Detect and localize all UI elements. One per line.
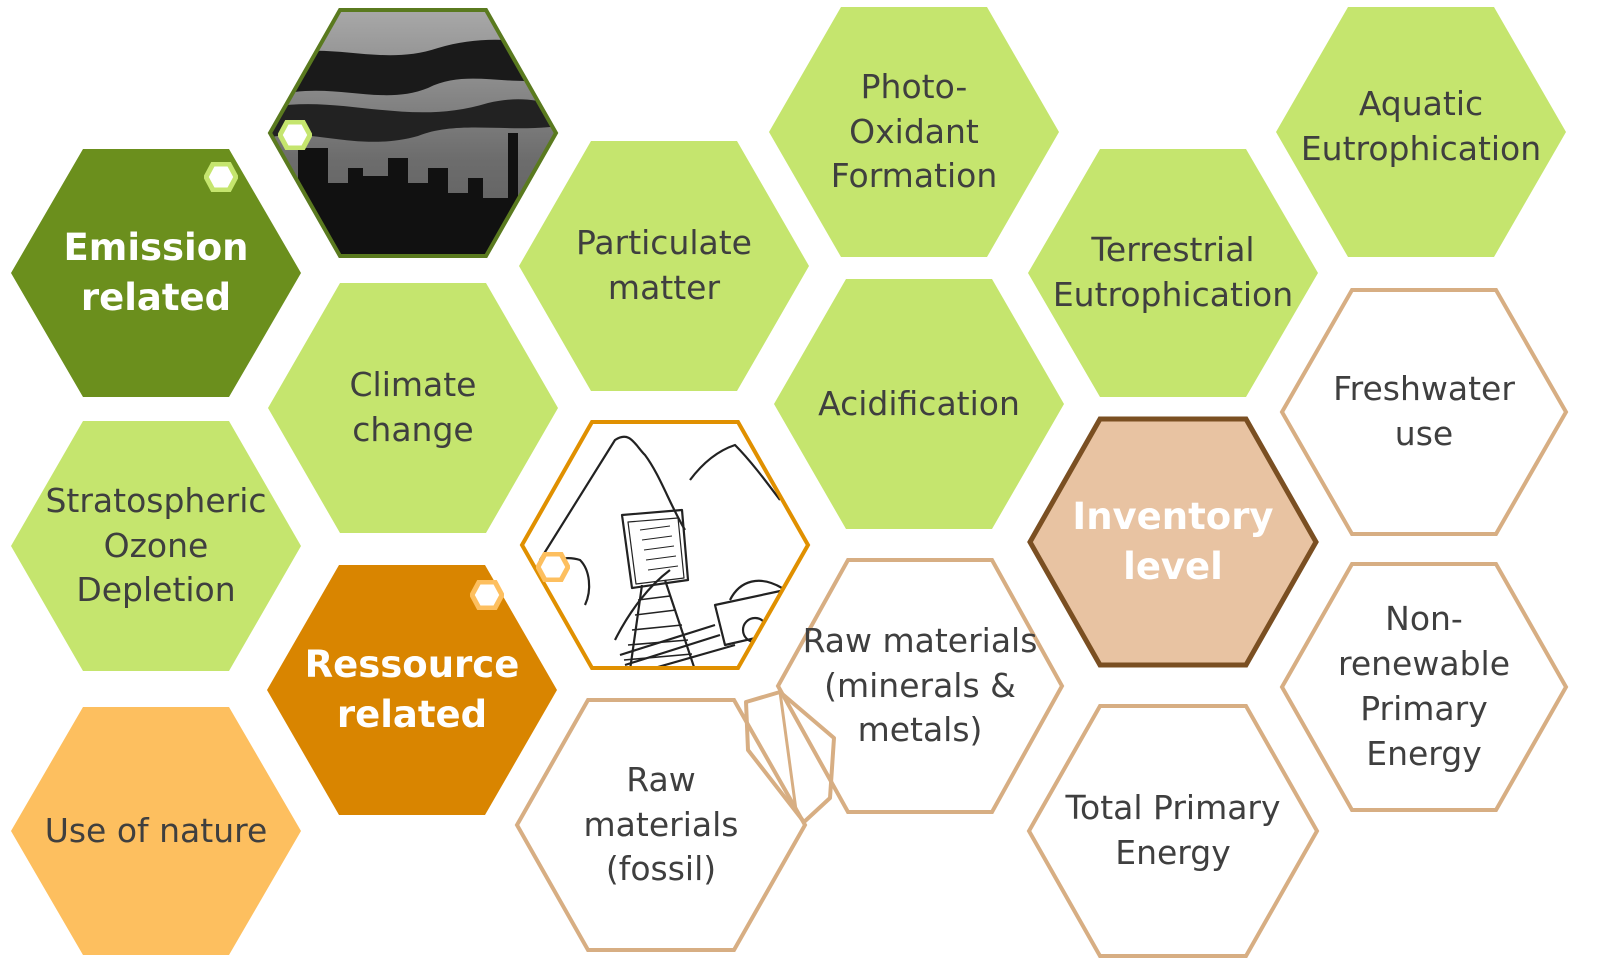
emission-related-hexagon: Emission related — [10, 148, 302, 398]
freshwater-use-label: Freshwater use — [1333, 369, 1515, 453]
climate-change-label: Climate change — [349, 365, 477, 449]
ressource-related-label: Ressource related — [304, 642, 520, 736]
connector-shape — [744, 690, 836, 824]
acidification-label: Acidification — [818, 383, 1020, 423]
raw-materials-fossil-label: Raw materials (fossil) — [583, 759, 739, 889]
raw-materials-fossil-hexagon: Raw materials (fossil) — [514, 698, 808, 952]
terrestrial-eutrophication-hexagon: Terrestrial Eutrophication — [1027, 148, 1319, 398]
use-of-nature-hexagon: Use of nature — [10, 706, 302, 956]
particulate-matter-label: Particulate matter — [575, 223, 752, 307]
hexagon-marker-icon — [470, 580, 504, 610]
photo-oxidant-formation-hexagon: Photo- Oxidant Formation — [768, 6, 1060, 258]
aquatic-eutrophication-hexagon: Aquatic Eutrophication — [1275, 6, 1567, 258]
raw-materials-minerals-label: Raw materials (minerals & metals) — [802, 620, 1038, 750]
non-renewable-primary-energy-label: Non- renewable Primary Energy — [1338, 599, 1510, 773]
mine-cart-icon — [519, 420, 811, 670]
total-primary-energy-hexagon: Total Primary Energy — [1026, 704, 1320, 958]
hexagon-marker-icon — [536, 552, 570, 582]
particulate-matter-hexagon: Particulate matter — [518, 140, 810, 392]
factory-smoke-icon — [267, 8, 559, 258]
non-renewable-primary-energy-hexagon: Non- renewable Primary Energy — [1279, 562, 1569, 812]
emission-related-label: Emission related — [63, 225, 249, 319]
ressource-related-hexagon: Ressource related — [266, 564, 558, 816]
inventory-level-label: Inventory level — [1072, 494, 1274, 588]
climate-change-hexagon: Climate change — [267, 282, 559, 534]
hexagon-marker-icon — [278, 120, 312, 150]
photo-oxidant-formation-label: Photo- Oxidant Formation — [830, 66, 998, 196]
stratospheric-ozone-depletion-hexagon: Stratospheric Ozone Depletion — [10, 420, 302, 672]
terrestrial-eutrophication-label: Terrestrial Eutrophication — [1052, 230, 1294, 314]
freshwater-use-hexagon: Freshwater use — [1279, 288, 1569, 536]
hexagon-marker-icon — [204, 162, 238, 192]
stratospheric-ozone-depletion-label: Stratospheric Ozone Depletion — [45, 480, 267, 610]
total-primary-energy-label: Total Primary Energy — [1065, 788, 1281, 872]
use-of-nature-label: Use of nature — [44, 810, 268, 850]
acidification-hexagon: Acidification — [773, 278, 1065, 530]
inventory-level-hexagon: Inventory level — [1027, 416, 1319, 668]
aquatic-eutrophication-label: Aquatic Eutrophication — [1300, 84, 1542, 168]
raw-materials-minerals-hexagon: Raw materials (minerals & metals) — [775, 558, 1065, 814]
